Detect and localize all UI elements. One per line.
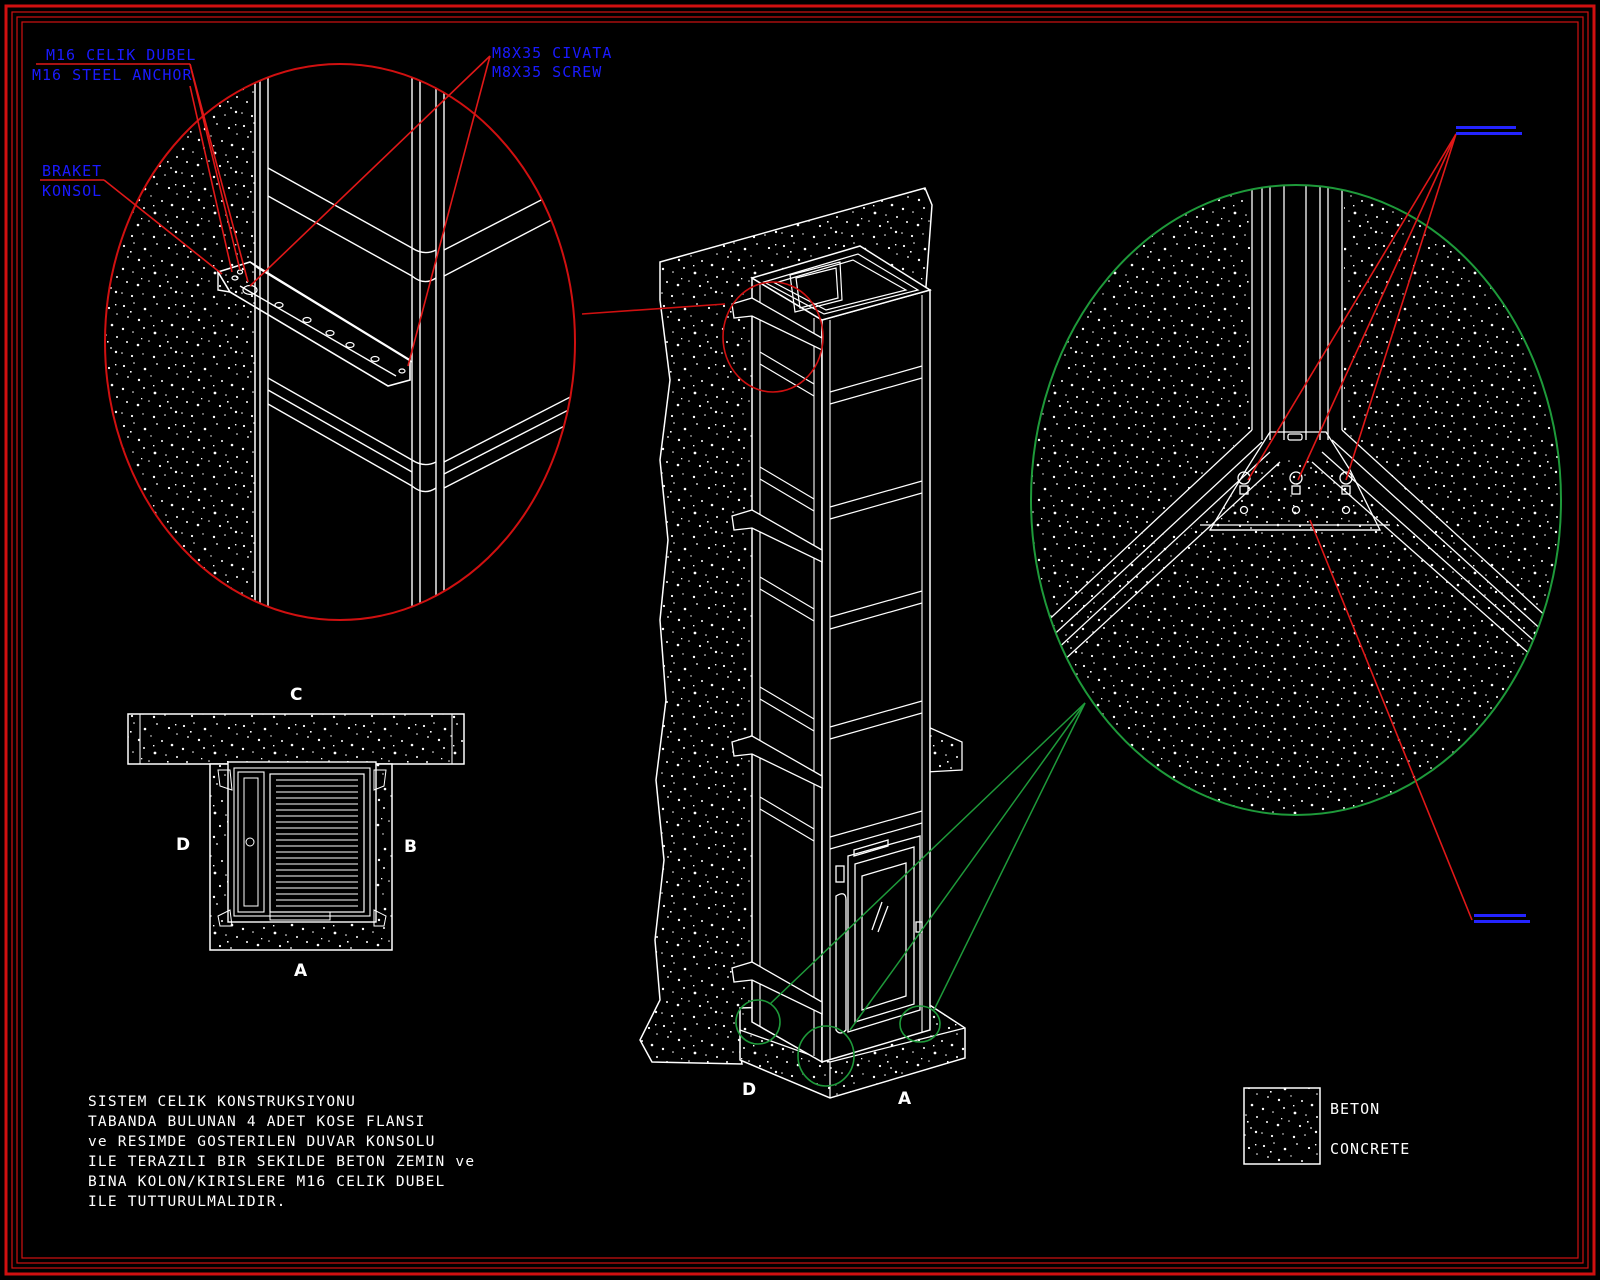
note-line-2: TABANDA BULUNAN 4 ADET KOSE FLANSI [88,1114,426,1130]
tiny-callout-marks [1456,126,1530,923]
legend-label-en: CONCRETE [1330,1140,1410,1158]
label-anchor-en: M16 STEEL ANCHOR [32,66,193,84]
concrete-wall-section [105,64,255,620]
detail-circle-right [1030,184,1562,816]
leaders-left-callouts [36,55,491,367]
label-screw-en: M8X35 SCREW [492,63,602,81]
plan-view: C D B A [127,685,465,981]
plan-label-c: C [290,685,302,705]
leader-left-detail [581,303,726,315]
plan-label-a: A [294,961,308,981]
leaders-right-callouts [1247,133,1473,921]
detail-marker-green-1 [735,999,781,1045]
detail-marker-green-3 [899,1005,941,1043]
plan-label-d: D [176,835,190,855]
plan-label-b: B [404,837,417,857]
legend-label-tr: BETON [1330,1100,1380,1118]
wall-bracket-detail [104,63,576,621]
shaft-left-face [751,276,823,1064]
detail-marker-green-2 [797,1025,855,1087]
isometric-view: D A [639,187,966,1109]
detail-marker-red [722,281,824,393]
iso-label-a: A [898,1089,912,1109]
legend-concrete-swatch [1243,1087,1321,1165]
label-anchor-tr: M16 CELIK DUBEL [46,46,196,64]
label-bracket-tr: BRAKET [42,162,102,180]
note-line-4: ILE TERAZILI BIR SEKILDE BETON ZEMIN ve [88,1154,475,1170]
landing-door [835,835,923,1034]
note-line-3: ve RESIMDE GOSTERILEN DUVAR KONSOLU [88,1134,436,1150]
note-line-5: BINA KOLON/KIRISLERE M16 CELIK DUBEL [88,1174,445,1190]
plan-top-slab [127,713,465,765]
detail-circle-left [104,63,576,621]
label-screw-tr: M8X35 CIVATA [492,44,612,62]
installation-note: SISTEM CELIK KONSTRUKSIYONU TABANDA BULU… [88,1094,475,1210]
note-line-1: SISTEM CELIK KONSTRUKSIYONU [88,1094,356,1110]
note-line-6: ILE TUTTURULMALIDIR. [88,1194,287,1210]
drawing-frame [4,4,1596,1276]
legend: BETON CONCRETE [1243,1087,1410,1165]
corner-flange-detail [1030,184,1562,816]
label-bracket-en: KONSOL [42,182,102,200]
iso-label-d: D [742,1080,756,1100]
leaders-corner-detail [769,702,1086,1031]
